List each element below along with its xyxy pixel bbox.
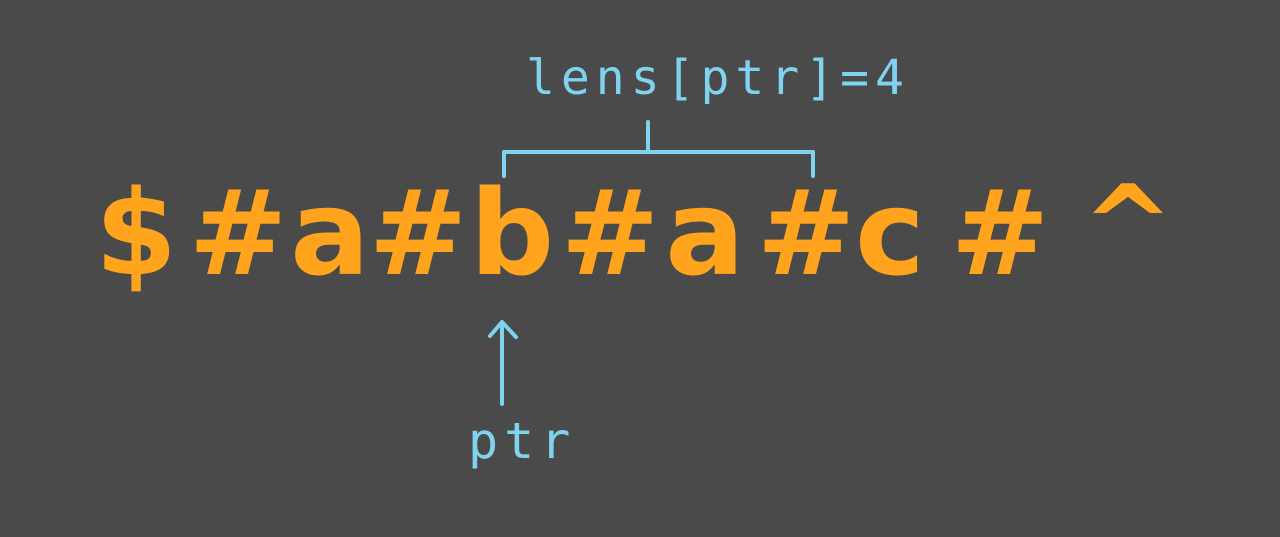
pointer-arrow [488,320,518,406]
token-a-2: a [665,164,745,302]
token-hash-5: # [950,164,1050,302]
token-hash-4: # [756,164,856,302]
bracket-label: lens[ptr]=4 [526,50,910,106]
palindrome-bracket [502,120,815,178]
token-c: c [855,164,925,302]
token-b: b [469,164,555,302]
token-hash-2: # [368,164,468,302]
token-hash-3: # [560,164,660,302]
token-caret: ^ [1081,161,1175,289]
pointer-label: ptr [468,412,577,470]
token-hash-1: # [188,164,288,302]
token-a-1: a [290,164,370,302]
token-dollar: $ [94,164,178,302]
